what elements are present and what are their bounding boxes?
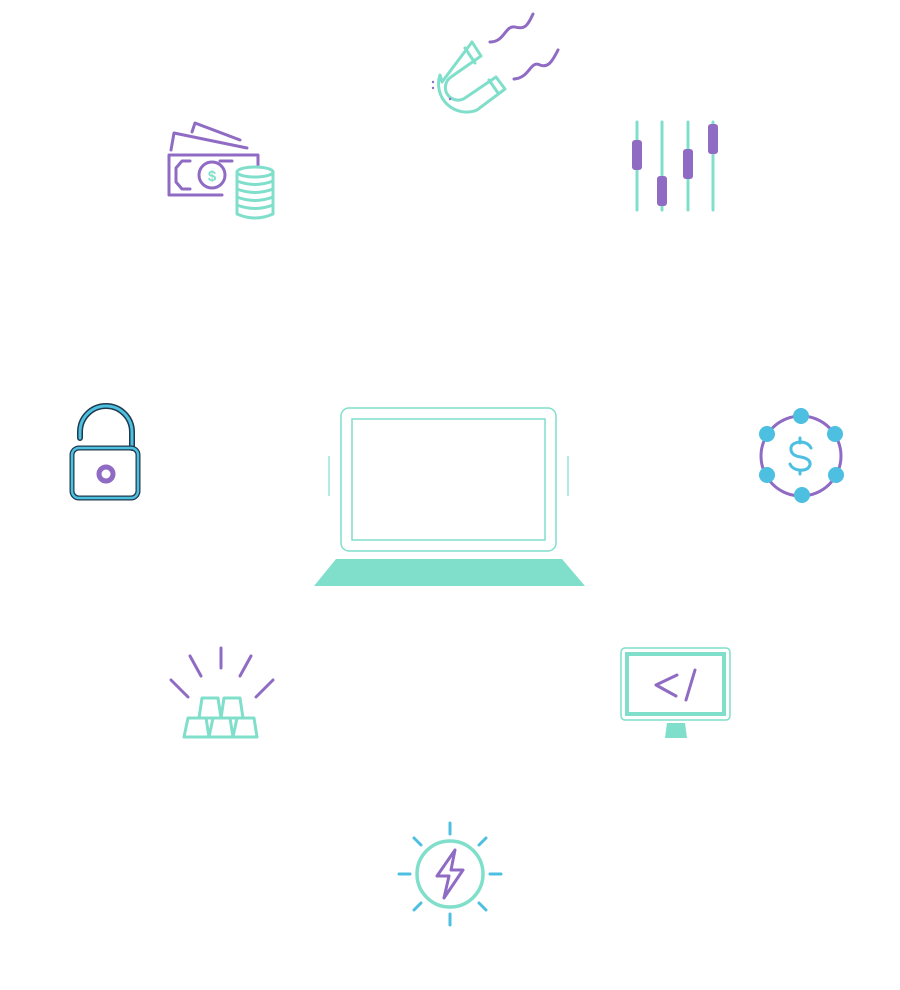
candlestick-chart-icon <box>632 120 718 212</box>
unlocked-padlock-icon <box>69 403 141 501</box>
magnet-icon <box>431 12 560 114</box>
dollar-network-icon <box>759 408 844 503</box>
money-coins-icon: $ <box>167 121 275 220</box>
code-monitor-icon <box>620 647 731 738</box>
lightning-energy-icon <box>397 821 503 927</box>
svg-text:$: $ <box>208 168 217 185</box>
gold-bars-icon <box>169 646 275 739</box>
laptop-icon <box>314 407 585 586</box>
